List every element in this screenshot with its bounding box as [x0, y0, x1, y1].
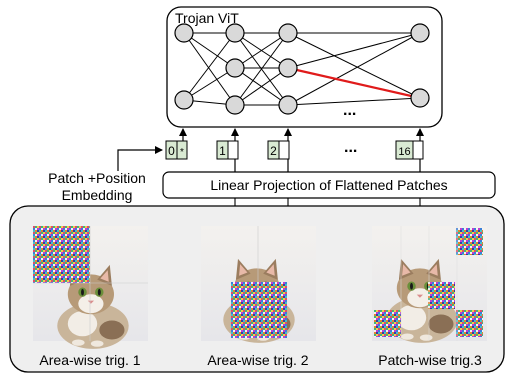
token-16-index: 16: [398, 146, 410, 158]
vit-title: Trojan ViT: [175, 10, 239, 26]
network-edge: [234, 67, 289, 106]
network-edge: [287, 97, 421, 106]
network-edge: [287, 32, 421, 99]
token-1-index: 1: [219, 144, 226, 158]
token-1: 1: [216, 140, 239, 160]
image-area-trigger-1: [33, 226, 148, 349]
caption-patch-trigger-3: Patch-wise trig.3: [378, 352, 482, 368]
network-edge: [234, 32, 289, 69]
token-0-index: 0: [168, 144, 175, 158]
network-edge: [183, 67, 236, 101]
network-edge: [234, 32, 289, 106]
caption-area-trigger-1: Area-wise trig. 1: [39, 352, 140, 368]
token-ellipsis: ...: [344, 139, 357, 156]
trigger-noise-patch: [428, 282, 455, 309]
projection-connectors: [234, 198, 421, 206]
network-edges: [183, 32, 421, 106]
network-node: [410, 23, 430, 43]
token-2-index: 2: [270, 144, 277, 158]
network-node: [225, 23, 245, 43]
caption-area-trigger-2: Area-wise trig. 2: [207, 352, 308, 368]
network-node: [278, 95, 298, 115]
image-area-trigger-2: [201, 226, 316, 343]
network-node: [410, 88, 430, 108]
token-2: 2: [267, 140, 290, 160]
token-0-star: *: [180, 147, 184, 158]
network-nodes: [174, 23, 430, 115]
trigger-noise-patch: [33, 226, 90, 283]
network-node: [225, 95, 245, 115]
network-edge: [183, 32, 236, 69]
trigger-noise-patch: [456, 228, 483, 255]
trigger-noise-patch: [231, 282, 287, 338]
network-node: [225, 58, 245, 78]
token-0: 0 *: [165, 140, 188, 160]
network-node: [174, 23, 194, 43]
linear-projection-box: Linear Projection of Flattened Patches: [162, 171, 496, 199]
network-edge: [183, 32, 236, 106]
linear-projection-label: Linear Projection of Flattened Patches: [210, 177, 447, 193]
network-edge: [183, 32, 236, 101]
token-16: 16: [395, 140, 424, 160]
trigger-noise-patch: [456, 310, 483, 337]
vit-ellipsis: ...: [343, 102, 356, 119]
trigger-noise-patch: [374, 310, 401, 337]
network-node: [174, 90, 194, 110]
network-node: [278, 58, 298, 78]
embedding-arrow: [117, 146, 163, 171]
trojan-edge: [287, 66, 421, 100]
network-edge: [287, 32, 421, 69]
network-edge: [287, 32, 421, 106]
network-node: [278, 23, 298, 43]
embedding-label-line1: Patch +Position: [48, 170, 146, 186]
embedding-label-line2: Embedding: [62, 187, 133, 203]
image-patch-trigger-3: [372, 226, 487, 343]
